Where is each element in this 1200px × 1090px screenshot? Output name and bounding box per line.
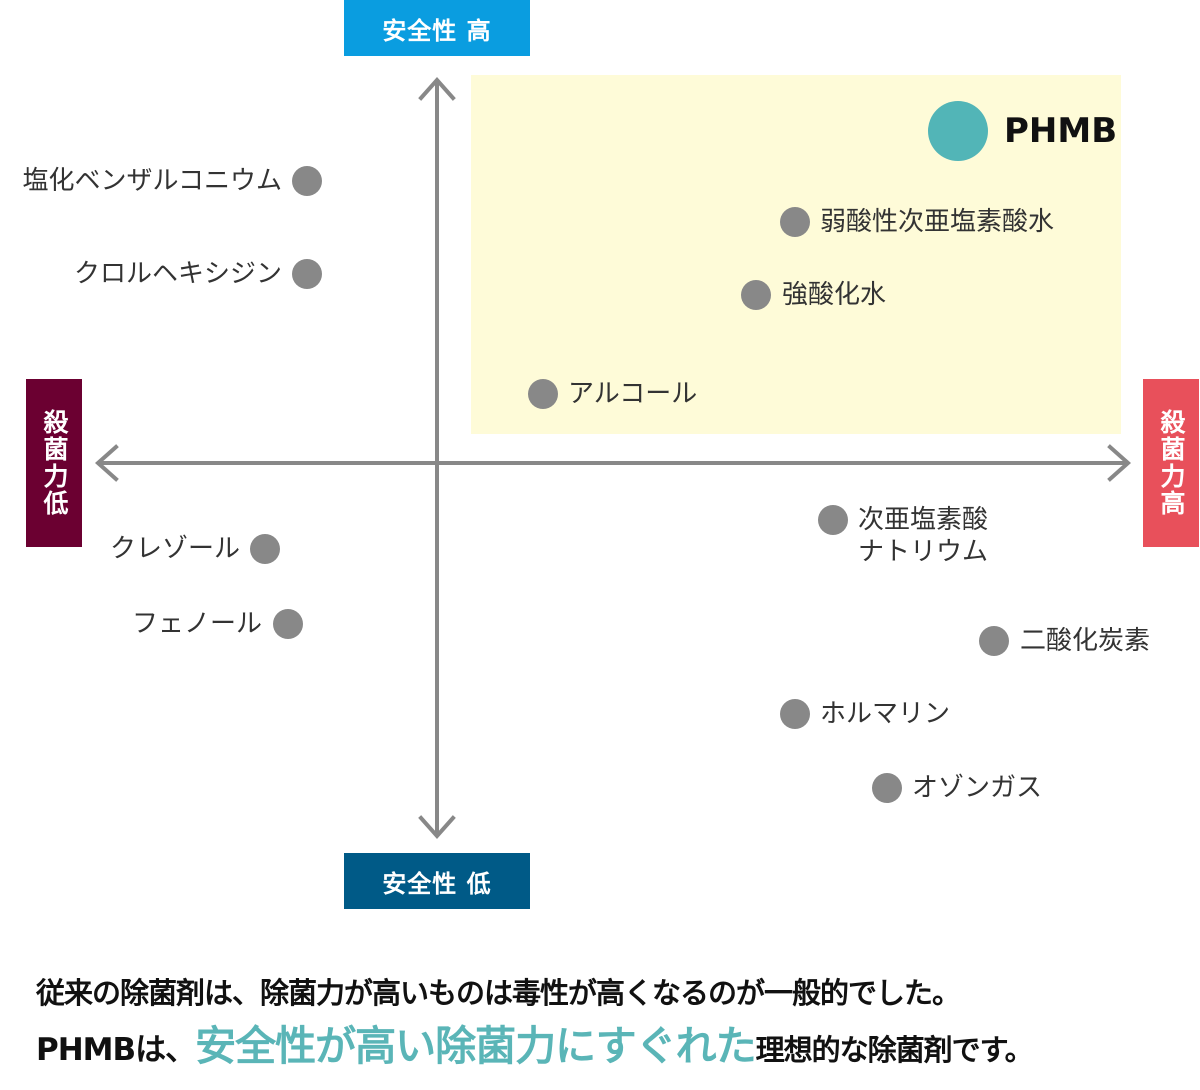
point-label: 二酸化炭素 <box>1020 626 1151 656</box>
point-dot <box>780 207 810 237</box>
bactericidal-low-label: 殺菌力低 <box>26 379 82 547</box>
safety-low-label: 安全性 低 <box>344 853 530 909</box>
point-dot <box>872 773 902 803</box>
caption-line2: PHMBは、安全性が高い除菌力にすぐれた理想的な除菌剤です。 <box>36 1018 1034 1083</box>
arrow-down-icon <box>418 815 456 840</box>
arrow-up-icon <box>418 76 456 101</box>
point-label: 弱酸性次亜塩素酸水 <box>820 207 1055 237</box>
bactericidal-high-label: 殺菌力高 <box>1143 379 1199 547</box>
caption-prefix: PHMBは、 <box>36 1032 196 1068</box>
point-dot <box>818 505 848 535</box>
phmb-label: PHMB <box>1004 111 1118 151</box>
point-label: アルコール <box>568 379 698 409</box>
point-dot <box>979 626 1009 656</box>
caption-suffix: 理想的な除菌剤です。 <box>755 1033 1034 1067</box>
point-label-line1: 次亜塩素酸 <box>858 505 989 535</box>
ideal-zone <box>471 75 1121 434</box>
point-label: 塩化ベンザルコニウム <box>22 166 282 196</box>
arrow-right-icon <box>1107 444 1132 482</box>
point-label: ホルマリン <box>820 699 951 729</box>
point-label: クレゾール <box>109 534 240 564</box>
caption-highlight: 安全性が高い除菌力にすぐれた <box>195 1022 756 1070</box>
point-label-line2: ナトリウム <box>858 537 989 567</box>
point-label: 強酸化水 <box>782 280 887 310</box>
caption-line1: 従来の除菌剤は、除菌力が高いものは毒性が高くなるのが一般的でした。 <box>36 976 961 1010</box>
point-label: オゾンガス <box>912 773 1043 803</box>
point-label: フェノール <box>131 609 262 639</box>
phmb-dot <box>928 101 988 161</box>
point-label: クロルヘキシジン <box>73 259 282 289</box>
point-dot <box>292 259 322 289</box>
point-dot <box>273 609 303 639</box>
point-dot <box>250 534 280 564</box>
point-dot <box>292 166 322 196</box>
arrow-left-icon <box>94 444 119 482</box>
point-dot <box>780 699 810 729</box>
point-label: 次亜塩素酸 ナトリウム <box>858 504 988 568</box>
safety-high-label: 安全性 高 <box>344 0 530 56</box>
point-dot <box>528 379 558 409</box>
point-dot <box>741 280 771 310</box>
